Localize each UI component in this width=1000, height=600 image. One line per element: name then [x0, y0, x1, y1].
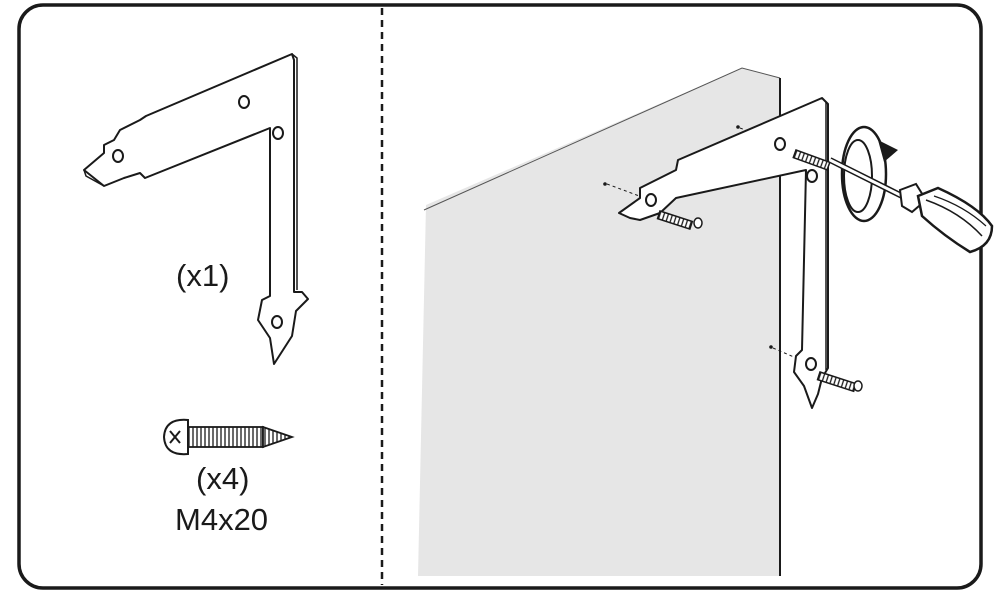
screw-icon [656, 210, 703, 231]
screw-icon [162, 418, 295, 456]
frame-border [17, 3, 983, 590]
bracket-quantity-label: (x1) [176, 258, 230, 293]
l-bracket-icon [83, 53, 309, 365]
screw-quantity-label: (x4) [196, 461, 250, 496]
screw-size-label: M4x20 [175, 502, 269, 537]
screw-icon [816, 371, 863, 393]
l-bracket-icon [618, 97, 829, 409]
rotate-clockwise-icon [840, 125, 898, 223]
screwdriver-icon [828, 157, 994, 254]
screw-icon [792, 149, 831, 171]
